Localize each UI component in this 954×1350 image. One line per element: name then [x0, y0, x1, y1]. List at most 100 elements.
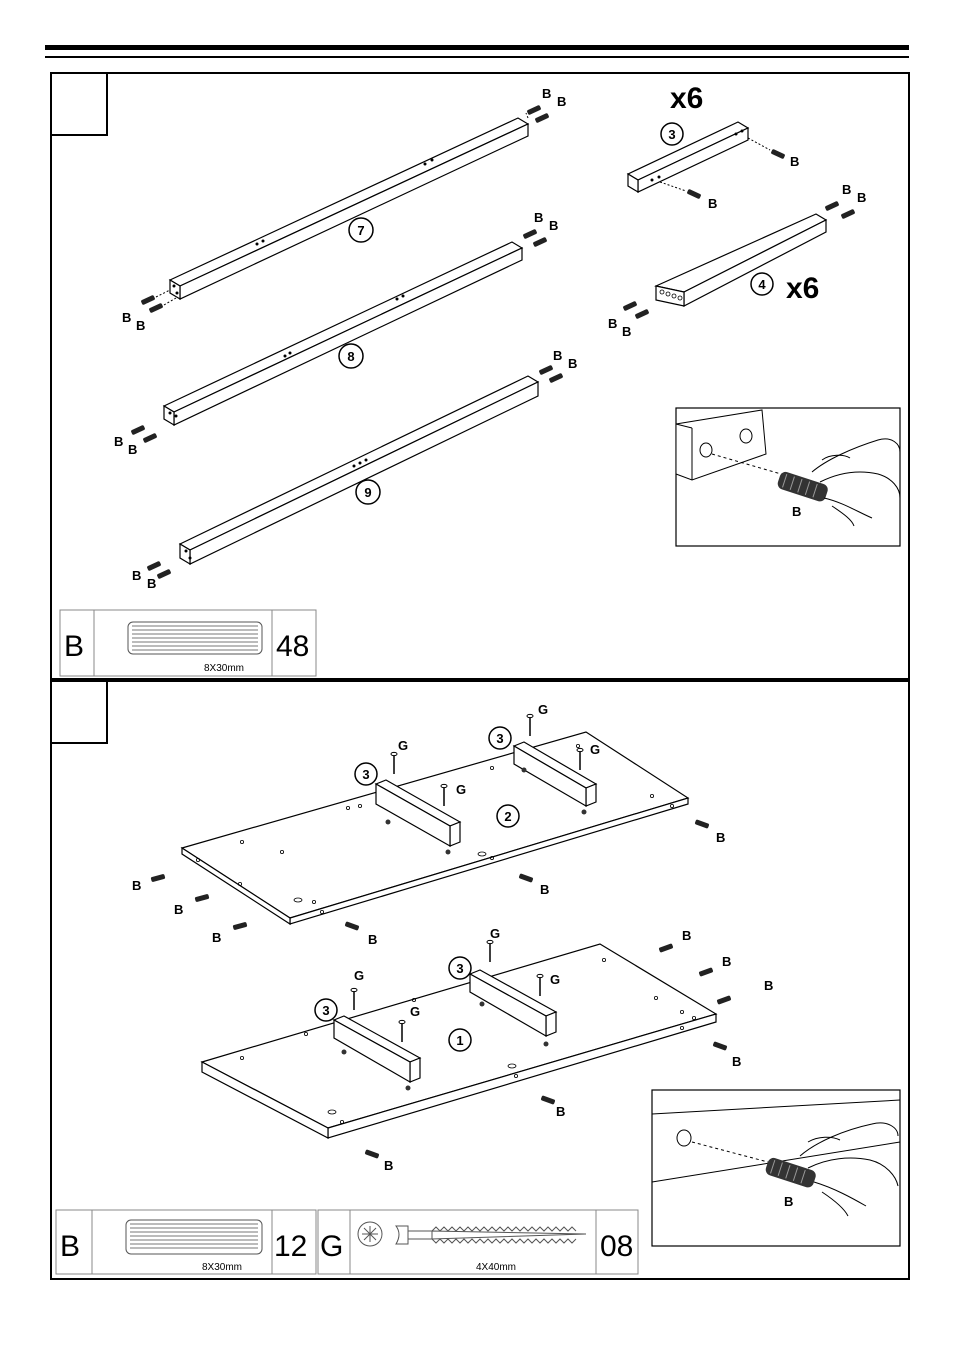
- part-callout-3: [660, 122, 684, 146]
- part-callout-4: [750, 272, 774, 296]
- label-b: B: [556, 1104, 565, 1119]
- part-callout-3: [314, 998, 338, 1022]
- label-b: B: [608, 316, 617, 331]
- part-number-8: 8: [347, 349, 354, 364]
- dowel-icon: [127, 621, 263, 655]
- parts-quantity: 08: [600, 1230, 633, 1263]
- step-1-panel: B B B B 7 B B B B 8: [50, 72, 910, 680]
- rail-7: [168, 117, 530, 301]
- step-1-diagram: B B B B 7 B B B B 8: [59, 82, 901, 677]
- parts-table-step-1: B 8X30mm 48: [59, 609, 317, 677]
- label-b: B: [174, 902, 183, 917]
- label-g: G: [490, 926, 500, 941]
- label-b: B: [842, 182, 851, 197]
- part-number-3: 3: [496, 731, 503, 746]
- label-b: B: [540, 882, 549, 897]
- parts-size: 8X30mm: [204, 663, 244, 674]
- label-g: G: [590, 742, 600, 757]
- dowel-insertion-detail: B: [651, 1089, 901, 1247]
- label-b: B: [534, 210, 543, 225]
- step-2-number-box: [50, 680, 108, 744]
- step-1-number-box: [50, 72, 108, 136]
- label-b: B: [732, 1054, 741, 1069]
- step-2-panel: G G G G 3 3 2 B B B B B B: [50, 680, 910, 1280]
- dowels-rail-7: [140, 104, 550, 314]
- label-b: B: [792, 504, 801, 519]
- cleat-3: [468, 969, 558, 1038]
- label-b: B: [122, 310, 131, 325]
- screw: [390, 751, 398, 775]
- dowel: [686, 188, 702, 200]
- label-b: B: [549, 218, 558, 233]
- quantity-mid-rail: x6: [786, 272, 819, 305]
- parts-table-step-2-b: B 8X30mm 12: [55, 1209, 317, 1275]
- label-g: G: [354, 968, 364, 983]
- parts-code: B: [60, 1230, 80, 1263]
- label-b: B: [682, 928, 691, 943]
- mid-rail-4: [654, 213, 828, 307]
- parts-table-step-2-g: G 4X40mm 08: [317, 1209, 639, 1275]
- part-number-3: 3: [322, 1003, 329, 1018]
- part-callout-2: [496, 804, 520, 828]
- cleat-3: [512, 741, 598, 808]
- label-g: G: [550, 972, 560, 987]
- screw: [526, 713, 534, 737]
- label-b: B: [114, 434, 123, 449]
- label-b: B: [708, 196, 717, 211]
- part-callout-8: [338, 343, 364, 369]
- parts-quantity: 12: [274, 1230, 307, 1263]
- label-b: B: [136, 318, 145, 333]
- label-b: B: [716, 830, 725, 845]
- label-b: B: [722, 954, 731, 969]
- label-g: G: [398, 738, 408, 753]
- dowel-icon: [125, 1219, 263, 1255]
- short-rail-3: [626, 121, 750, 194]
- parts-code: G: [320, 1230, 343, 1263]
- part-callout-9: [355, 479, 381, 505]
- rail-8: [162, 241, 524, 427]
- cleat-3: [374, 779, 462, 848]
- label-b: B: [128, 442, 137, 457]
- dowel-insertion-detail: B: [675, 407, 901, 547]
- header-rule-thick: [45, 45, 909, 50]
- part-number-3: 3: [668, 127, 675, 142]
- quantity-short-rail: x6: [670, 82, 703, 115]
- panel-2-holes: [195, 744, 675, 914]
- header-rule-thin: [45, 56, 909, 58]
- label-b: B: [147, 576, 156, 591]
- label-b: B: [212, 930, 221, 945]
- label-b: B: [542, 86, 551, 101]
- label-b: B: [553, 348, 562, 363]
- label-g: G: [410, 1004, 420, 1019]
- screw: [350, 987, 358, 1011]
- step-2-diagram: G G G G 3 3 2 B B B B B B: [55, 702, 901, 1275]
- part-callout-1: [448, 1028, 472, 1052]
- part-callout-3: [448, 956, 472, 980]
- parts-quantity: 48: [276, 630, 309, 663]
- label-g: G: [538, 702, 548, 717]
- label-b: B: [790, 154, 799, 169]
- screw: [486, 939, 494, 963]
- part-number-4: 4: [758, 277, 766, 292]
- label-b: B: [132, 878, 141, 893]
- label-g: G: [456, 782, 466, 797]
- rail-9: [178, 375, 540, 566]
- parts-size: 4X40mm: [476, 1262, 516, 1273]
- part-number-1: 1: [456, 1033, 463, 1048]
- parts-code: B: [64, 630, 84, 663]
- part-callout-7: [348, 217, 374, 243]
- part-number-2: 2: [504, 809, 511, 824]
- part-callout-3: [488, 726, 512, 750]
- label-b: B: [568, 356, 577, 371]
- label-b: B: [764, 978, 773, 993]
- label-b: B: [132, 568, 141, 583]
- label-b: B: [857, 190, 866, 205]
- part-callout-3: [354, 762, 378, 786]
- label-b: B: [557, 94, 566, 109]
- part-number-9: 9: [364, 485, 371, 500]
- label-b: B: [368, 932, 377, 947]
- part-number-7: 7: [357, 223, 364, 238]
- screw-icon: [357, 1221, 587, 1247]
- dowel: [770, 148, 786, 160]
- parts-size: 8X30mm: [202, 1262, 242, 1273]
